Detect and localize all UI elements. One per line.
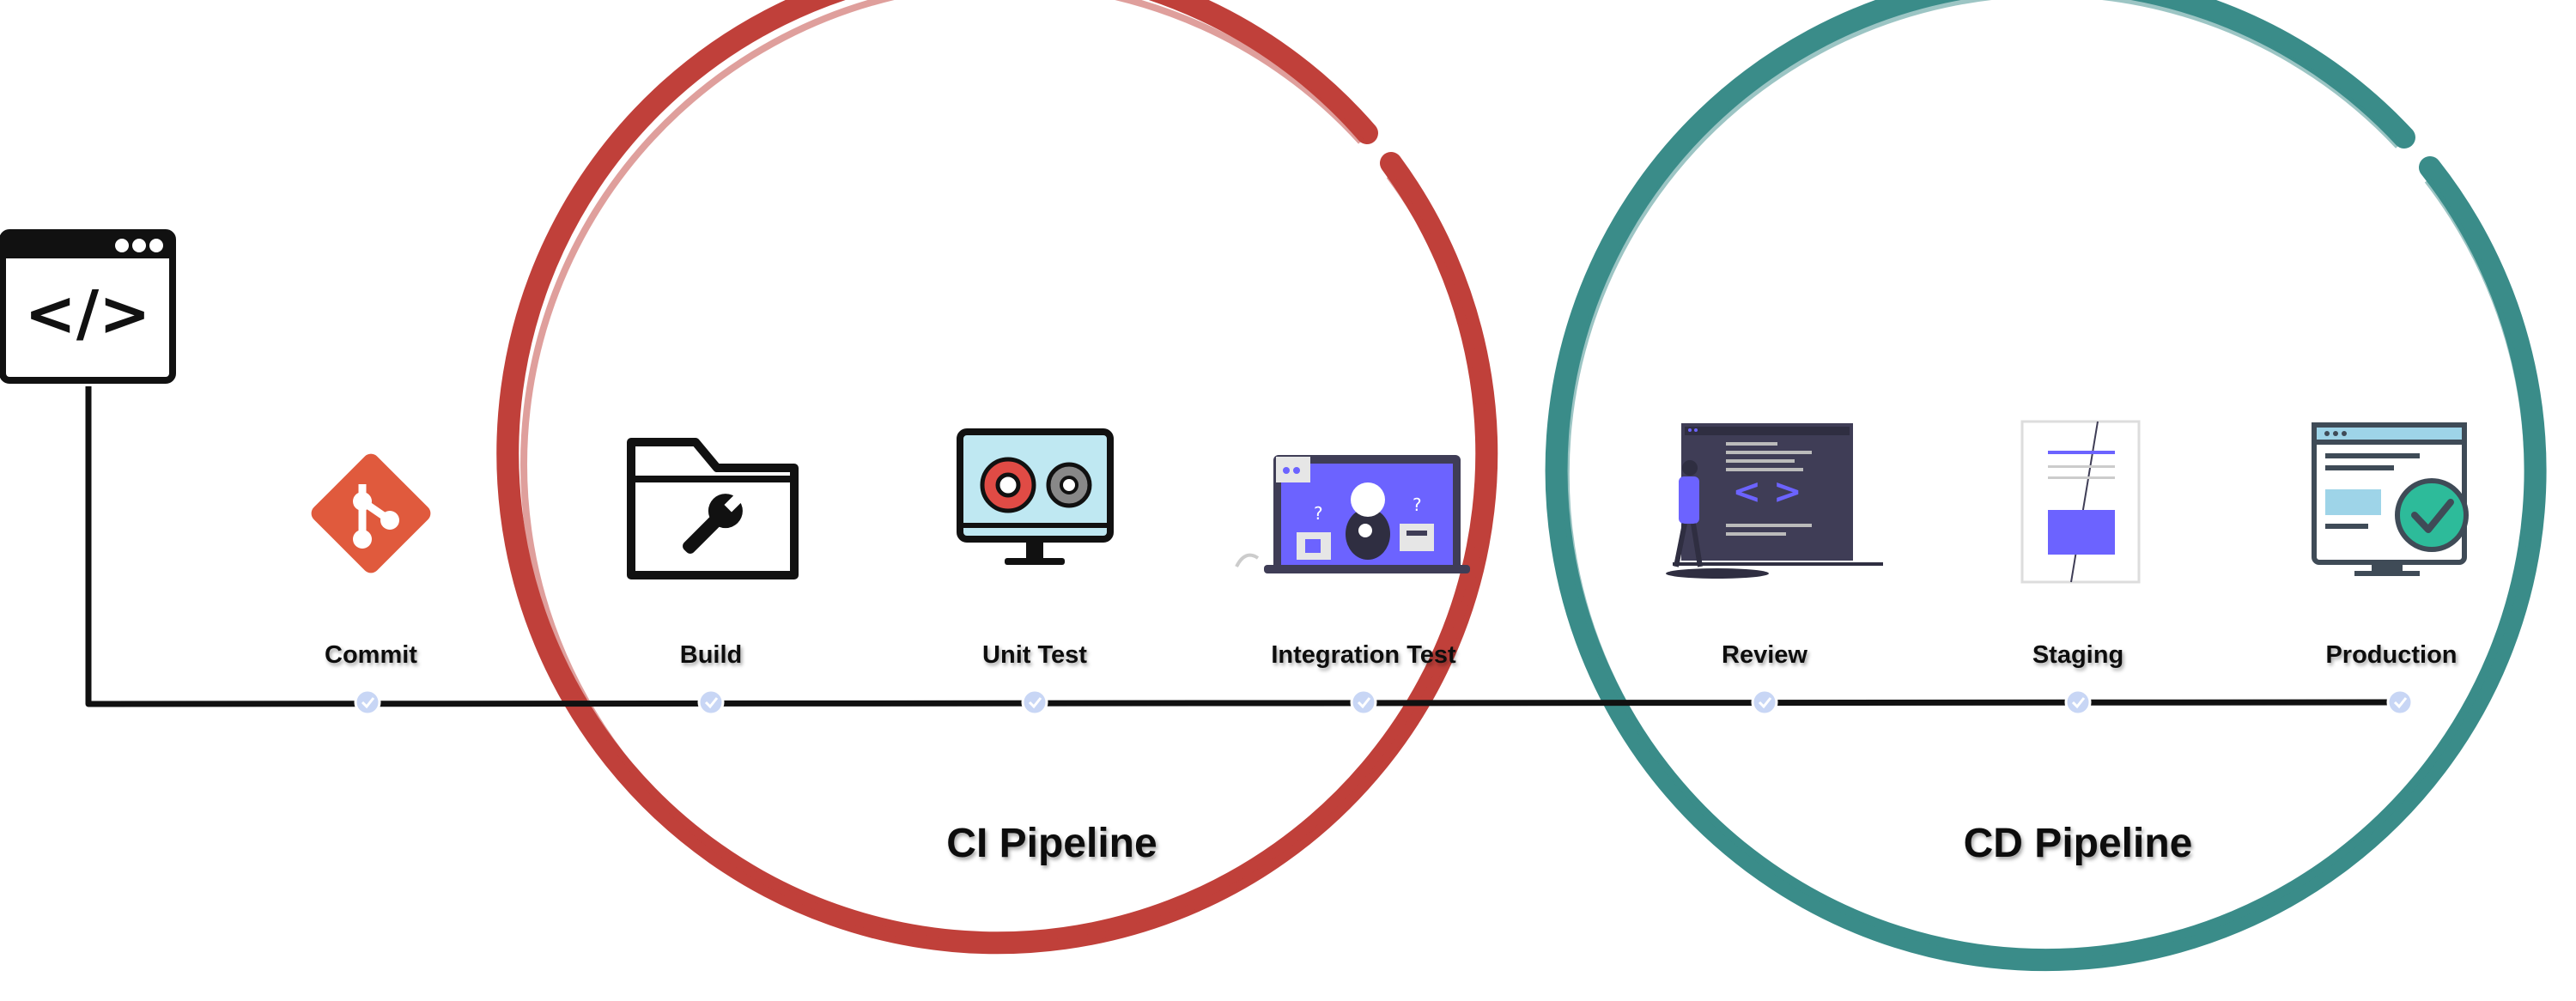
check-icon <box>697 689 725 716</box>
code-review-illustration: < > <box>1666 423 1883 579</box>
check-icon <box>1021 689 1048 716</box>
code-window-icon: </> <box>0 229 176 384</box>
stage-label-unit-test: Unit Test <box>982 641 1087 669</box>
integration-test-illustration: ? ? <box>1235 455 1470 573</box>
timeline-line <box>85 386 2401 707</box>
svg-text:?: ? <box>1314 503 1323 524</box>
stage-label-review: Review <box>1722 641 1807 669</box>
check-icon <box>1751 689 1778 716</box>
stage-label-commit: Commit <box>325 641 417 669</box>
monitor-gears-icon <box>957 428 1114 565</box>
folder-wrench-icon <box>627 438 799 579</box>
code-glyph: </> <box>25 277 151 349</box>
check-icon <box>2386 689 2414 716</box>
check-icon <box>2064 689 2092 716</box>
ci-pipeline-title: CI Pipeline <box>946 821 1157 866</box>
ci-pipeline-ring <box>496 0 1498 955</box>
svg-text:< >: < > <box>1733 472 1802 512</box>
stage-label-build: Build <box>680 641 743 669</box>
stage-label-production: Production <box>2325 641 2457 669</box>
check-icon <box>354 689 381 716</box>
checkpoints <box>354 689 2414 716</box>
git-icon <box>311 453 431 573</box>
cd-pipeline-ring <box>1545 0 2547 972</box>
check-icon <box>1350 689 1377 716</box>
browser-checkmark-icon <box>2312 422 2469 576</box>
cd-pipeline-title: CD Pipeline <box>1964 821 2193 866</box>
staging-document-icon <box>2020 420 2141 584</box>
stage-label-staging: Staging <box>2032 641 2123 669</box>
stage-label-integration-test: Integration Test <box>1271 641 1456 669</box>
svg-text:?: ? <box>1413 494 1422 515</box>
